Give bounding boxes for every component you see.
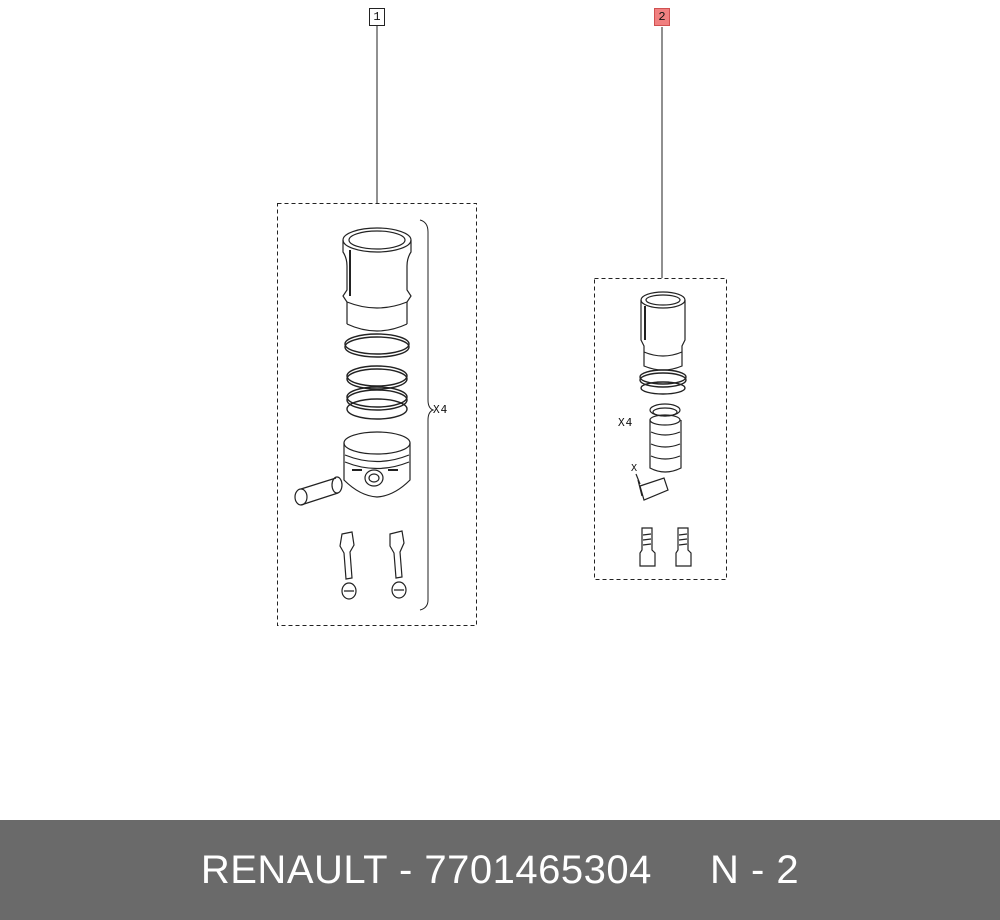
kit1-quantity-label: X4 bbox=[433, 403, 449, 416]
kit1-rings bbox=[344, 333, 410, 420]
parts-diagram: 1 2 X4 X4 X bbox=[277, 8, 727, 626]
footer-bar: RENAULT - 7701465304 N - 2 bbox=[0, 820, 1000, 920]
kit1-brace bbox=[419, 219, 435, 611]
kit2-quantity-label: X4 bbox=[618, 416, 634, 429]
callout-2: 2 bbox=[654, 8, 670, 26]
kit2-bolts bbox=[639, 527, 692, 567]
kit2-pin bbox=[635, 473, 669, 501]
kit1-pin bbox=[294, 476, 343, 506]
kit1-box bbox=[277, 203, 477, 626]
kit2-box bbox=[594, 278, 727, 580]
diagram-drawing bbox=[277, 26, 727, 626]
callout-1: 1 bbox=[369, 8, 385, 26]
kit1-bolts bbox=[339, 530, 407, 600]
kit1-liner bbox=[342, 227, 412, 332]
kit2-liner bbox=[640, 291, 686, 371]
part-number-caption: RENAULT - 7701465304 N - 2 bbox=[200, 847, 800, 892]
kit2-rings bbox=[639, 369, 687, 395]
kit2-piston bbox=[649, 403, 682, 473]
kit1-piston bbox=[343, 431, 411, 498]
kit2-pin-mark: X bbox=[631, 463, 638, 474]
